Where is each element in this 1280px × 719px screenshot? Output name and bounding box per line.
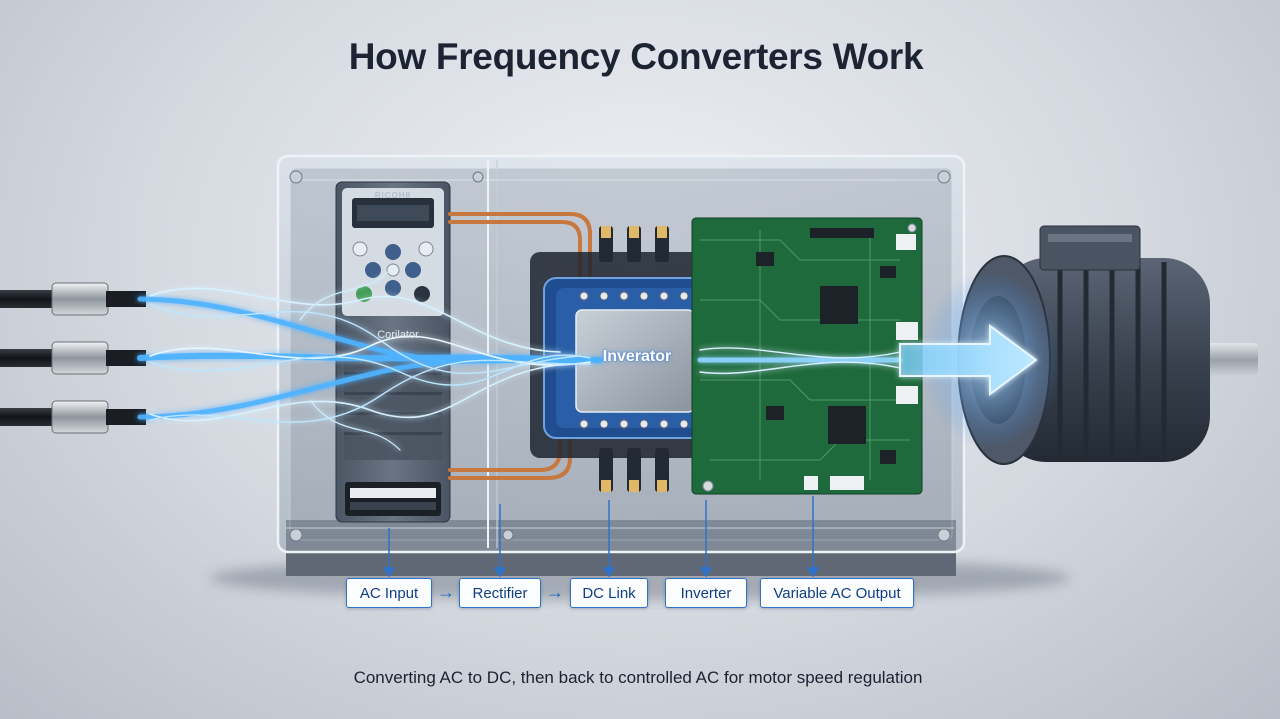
panel-model-label: RICOH8 [374, 191, 412, 200]
header-connector [810, 228, 874, 238]
keypad-button [385, 244, 401, 260]
keypad-button [386, 263, 400, 277]
microcontroller [828, 406, 866, 444]
connector [896, 234, 916, 250]
screw-icon [472, 171, 484, 183]
microcontroller [820, 286, 858, 324]
stage-variable-ac-output: Variable AC Output [760, 578, 914, 608]
screw-icon [937, 528, 951, 542]
terminal-block [345, 482, 441, 516]
screw-icon [289, 170, 303, 184]
energy-flow [137, 269, 903, 451]
screw-icon [937, 170, 951, 184]
leader-lines [382, 496, 820, 578]
cable-connector [51, 341, 109, 375]
chip-label: Inverator [602, 348, 672, 365]
stage-ac-input: AC Input [346, 578, 432, 608]
stop-button [414, 286, 430, 302]
connector [830, 476, 864, 490]
cable-connector [51, 400, 109, 434]
flow-arrow-icon: → [437, 582, 455, 602]
page-subtitle: Converting AC to DC, then back to contro… [353, 668, 923, 687]
keypad-button [418, 241, 434, 257]
output-arrow-icon [899, 324, 1038, 396]
panel-label: Corilator [377, 329, 419, 341]
stage-dc-link: DC Link [570, 578, 648, 608]
cable-connector [51, 282, 109, 316]
stage-inverter: Inverter [665, 578, 747, 608]
keypad-button [352, 241, 368, 257]
stage-rectifier: Rectifier [459, 578, 541, 608]
input-cables [0, 282, 146, 434]
flow-arrow-icon: → [546, 582, 564, 602]
keypad-button [365, 262, 381, 278]
keypad-button [385, 280, 401, 296]
screw-icon [502, 529, 514, 541]
connector [896, 386, 918, 404]
screw-icon [289, 528, 303, 542]
keypad-button [405, 262, 421, 278]
page-title: How Frequency Converters Work [348, 36, 924, 77]
dc-link-board [530, 226, 730, 492]
connector [896, 322, 918, 340]
connector [804, 476, 818, 490]
terminal-box [1039, 225, 1141, 271]
